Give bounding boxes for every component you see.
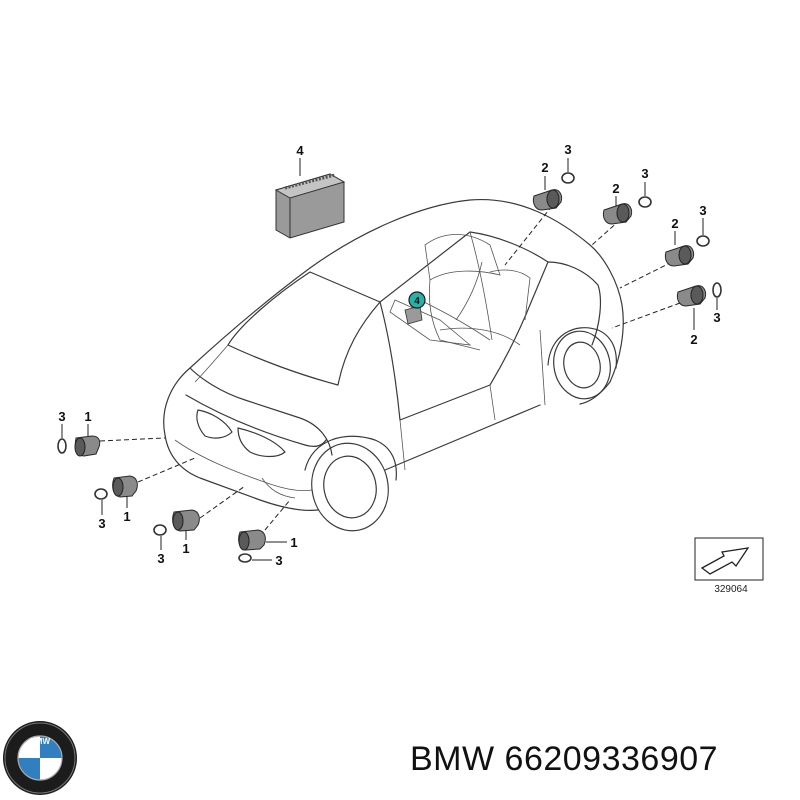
rear-sensor-group-2: [602, 182, 652, 225]
part-caption: BMW 66209336907: [410, 740, 718, 779]
front-sensor-group-3: [153, 509, 200, 550]
callout-sensor-rear: 2: [541, 160, 548, 175]
callout-ring: 3: [641, 166, 648, 181]
front-sensor-group-2: [94, 475, 138, 515]
callout-module-installed: 4: [414, 296, 420, 307]
front-sensor-group-4: [238, 529, 287, 563]
front-sensor-group-1: [57, 424, 101, 457]
callout-ring: 3: [58, 409, 65, 424]
callout-sensor: 1: [290, 535, 297, 550]
callout-sensor-rear: 2: [690, 332, 697, 347]
callout-ring: 3: [98, 516, 105, 531]
installed-module-marker: [404, 291, 426, 325]
seal-ring: [712, 282, 722, 298]
seal-ring: [696, 235, 710, 247]
callout-sensor: 1: [84, 409, 91, 424]
callout-sensor-rear: 2: [671, 216, 678, 231]
part-number: 66209336907: [504, 740, 719, 778]
callout-sensor: 1: [182, 541, 189, 556]
callout-ring: 3: [157, 551, 164, 566]
seal-ring: [561, 172, 575, 184]
reference-box: 329064: [694, 537, 764, 595]
leader-lines: [99, 205, 681, 531]
rear-sensor-group-4: [676, 282, 722, 330]
callout-ring: 3: [713, 310, 720, 325]
seal-ring: [57, 438, 67, 454]
callout-ring: 3: [275, 553, 282, 568]
callout-sensor-rear: 2: [612, 181, 619, 196]
seal-ring: [238, 553, 252, 563]
reference-number: 329064: [714, 584, 748, 595]
callout-labels: 3 1 3 1 3 1 1 3 2 3 2 3 2 3 2 3 4 4: [58, 142, 720, 568]
callout-sensor: 1: [123, 509, 130, 524]
brand-name: BMW: [410, 740, 495, 778]
seal-ring: [153, 524, 167, 536]
seal-ring: [638, 196, 652, 208]
seal-ring: [94, 488, 108, 500]
callout-module: 4: [296, 143, 304, 158]
callout-ring: 3: [699, 203, 706, 218]
bmw-logo: BMW: [3, 721, 77, 795]
control-module: [274, 158, 346, 239]
svg-text:BMW: BMW: [30, 737, 50, 746]
rear-sensor-group-3: [664, 218, 710, 267]
car-outline: [163, 198, 624, 532]
rear-sensor-group-1: [532, 158, 575, 211]
callout-ring: 3: [564, 142, 571, 157]
